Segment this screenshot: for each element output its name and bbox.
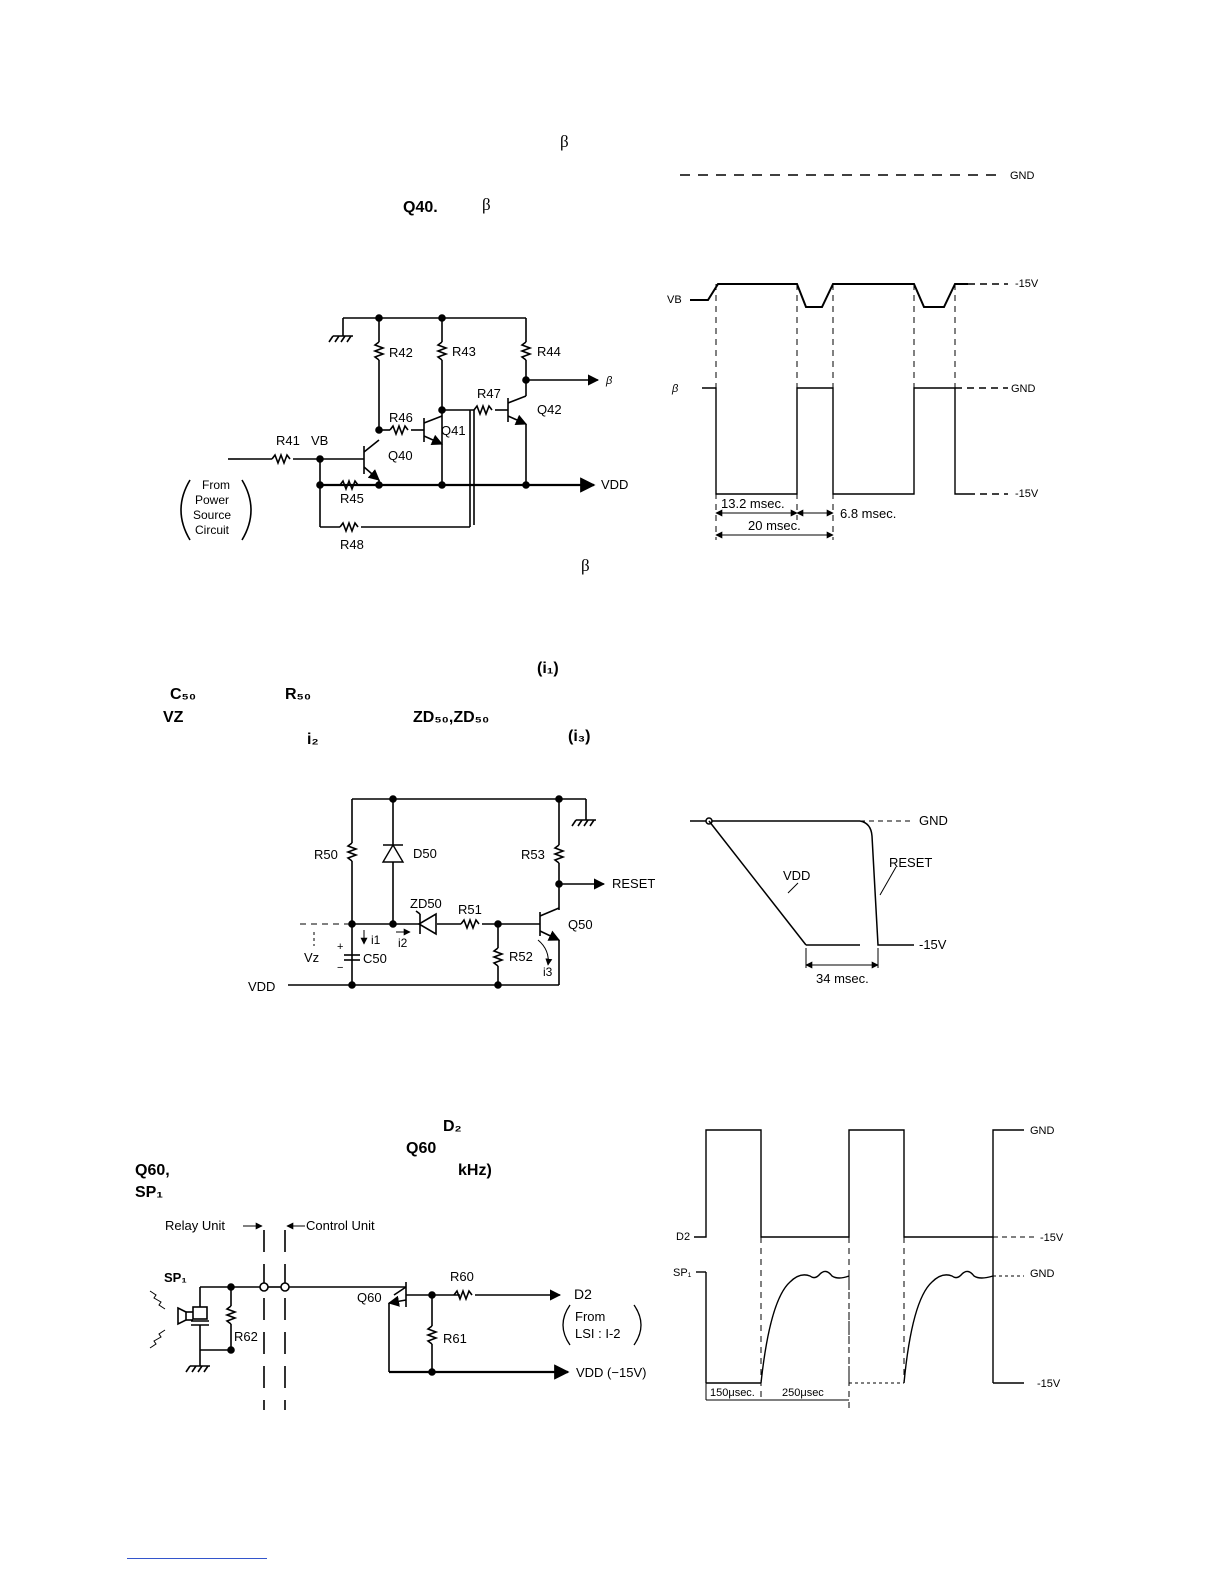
top-gnd-line: GND	[680, 170, 1035, 182]
waveform-1-labels: VB β -15V GND -15V 13.2 msec. 6.8 msec. …	[667, 278, 1039, 533]
gnd-label: GND	[1030, 1125, 1055, 1137]
r50-label: R50	[314, 847, 338, 862]
level-label: -15V	[1015, 278, 1039, 290]
r51-label: R51	[458, 902, 482, 917]
i3-label: i3	[543, 965, 553, 979]
gnd-label: GND	[1030, 1268, 1055, 1280]
from-power-line: Power	[195, 493, 229, 507]
khz-text: kHz)	[458, 1162, 492, 1179]
beta-symbol: β	[482, 195, 491, 214]
circuit-1-labels: R42 R43 R44 R47 Q42 R46 Q41 R41 VB Q40 R…	[193, 344, 628, 552]
reset-label: RESET	[889, 855, 932, 870]
d2-wave-label: D2	[676, 1231, 690, 1243]
beta-output-label: β	[605, 375, 613, 387]
sp1-wave-label: SP₁	[673, 1267, 692, 1279]
r50-text: R₅₀	[285, 686, 312, 703]
vz-text: VZ	[163, 709, 184, 726]
level-label: -15V	[919, 937, 947, 952]
i1-label: i1	[371, 933, 381, 947]
gnd-label: GND	[1010, 170, 1035, 182]
vdd-label: VDD	[601, 477, 628, 492]
period-label: 20 msec.	[748, 518, 801, 533]
r60-label: R60	[450, 1269, 474, 1284]
i2-text: i₂	[307, 731, 319, 748]
r53-label: R53	[521, 847, 545, 862]
vb-wave-label: VB	[667, 294, 682, 306]
sp1-text: SP₁	[135, 1184, 163, 1201]
i1-text: (i₁)	[537, 660, 559, 677]
circuit-1-beta-generator	[180, 314, 600, 541]
zd50-label: ZD50	[410, 896, 442, 911]
q42-label: Q42	[537, 402, 562, 417]
sp1-label: SP₁	[164, 1270, 187, 1285]
beta-symbol: β	[581, 556, 590, 575]
level-label: -15V	[1040, 1232, 1064, 1244]
q60-label: Q60	[357, 1290, 382, 1305]
waveform-3-d2-sp1	[694, 1129, 1034, 1408]
r47-label: R47	[477, 386, 501, 401]
waveform-2-reset	[690, 817, 914, 969]
time-high-label: 13.2 msec.	[721, 496, 785, 511]
circuit-2-reset	[288, 795, 606, 989]
zd50-text: ZD₅₀,ZD₅₀	[413, 709, 490, 726]
from-power-line: Circuit	[195, 523, 230, 537]
r46-label: R46	[389, 410, 413, 425]
waveform-3-labels: GND D2 -15V SP₁ GND -15V 150μsec. 250μse…	[673, 1125, 1064, 1399]
q41-label: Q41	[441, 423, 466, 438]
from-lsi-line: LSI : I-2	[575, 1326, 621, 1341]
q40-text: Q40.	[403, 199, 438, 216]
r45-label: R45	[340, 491, 364, 506]
waveform-1-vb-beta	[690, 283, 1008, 540]
c50-text: C₅₀	[170, 686, 197, 703]
i2-label: i2	[398, 936, 408, 950]
from-power-line: Source	[193, 508, 231, 522]
reset-label: RESET	[612, 876, 655, 891]
r52-label: R52	[509, 949, 533, 964]
control-unit-label: Control Unit	[306, 1218, 375, 1233]
level-label: -15V	[1037, 1378, 1061, 1390]
from-power-line: From	[202, 478, 230, 492]
d50-label: D50	[413, 846, 437, 861]
beta-symbol: β	[560, 132, 569, 151]
vdd-label: VDD	[783, 868, 810, 883]
vb-label: VB	[311, 433, 328, 448]
q60-text: Q60,	[135, 1162, 170, 1179]
d2-label: D2	[574, 1286, 592, 1302]
q50-label: Q50	[568, 917, 593, 932]
r62-label: R62	[234, 1329, 258, 1344]
level-label: GND	[1011, 383, 1036, 395]
footnote-rule	[127, 1558, 267, 1559]
waveform-2-labels: GND VDD RESET -15V 34 msec.	[783, 813, 948, 986]
relay-unit-label: Relay Unit	[165, 1218, 225, 1233]
time-label: 250μsec	[782, 1387, 824, 1399]
level-label: -15V	[1015, 488, 1039, 500]
r44-label: R44	[537, 344, 561, 359]
time-label: 150μsec.	[710, 1387, 755, 1399]
delay-label: 34 msec.	[816, 971, 869, 986]
vdd-label: VDD (−15V)	[576, 1365, 646, 1380]
time-low-label: 6.8 msec.	[840, 506, 896, 521]
circuit-2-labels: R50 D50 R53 RESET ZD50 R51 Q50 i1 i2 Vz …	[248, 846, 655, 994]
beta-wave-label: β	[671, 383, 679, 395]
r61-label: R61	[443, 1331, 467, 1346]
circuit-3-speaker-driver	[149, 1222, 642, 1410]
d2-text: D₂	[443, 1118, 462, 1135]
c50-label: C50	[363, 951, 387, 966]
q40-label: Q40	[388, 448, 413, 463]
vz-label: Vz	[304, 950, 319, 965]
r41-label: R41	[276, 433, 300, 448]
r43-label: R43	[452, 344, 476, 359]
vdd-label: VDD	[248, 979, 275, 994]
r48-label: R48	[340, 537, 364, 552]
circuit-3-labels: Relay Unit Control Unit SP₁ R60 Q60 D2 R…	[164, 1218, 646, 1380]
gnd-label: GND	[919, 813, 948, 828]
from-lsi-line: From	[575, 1309, 605, 1324]
plus-sign: +	[337, 941, 343, 953]
r42-label: R42	[389, 345, 413, 360]
i3-text: (i₃)	[568, 728, 591, 745]
minus-sign: −	[337, 962, 343, 974]
q60-text: Q60	[406, 1140, 437, 1157]
